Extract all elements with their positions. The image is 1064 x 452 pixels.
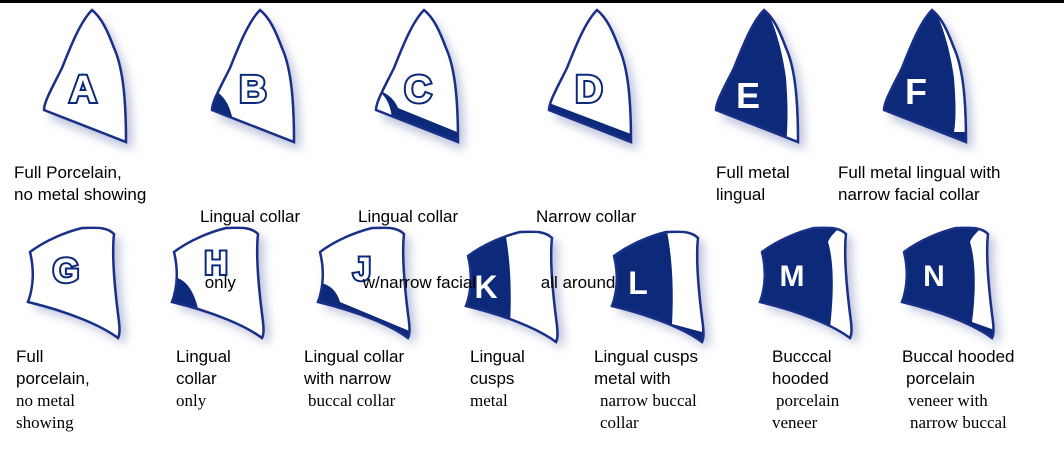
caption-M-line1: Bucccal — [772, 346, 839, 368]
caption-A: Full Porcelain, no metal showing — [14, 162, 146, 206]
crown-E-letter: E — [736, 75, 760, 116]
caption-H-line1: Lingual — [176, 346, 231, 368]
caption-J: Lingual collar with narrow buccal collar — [304, 346, 404, 412]
caption-G: Full porcelain, no metal showing — [16, 346, 90, 434]
crown-G-letter: G — [53, 252, 79, 290]
caption-L: Lingual cusps metal with narrow buccal c… — [594, 346, 698, 434]
caption-C-line1: Lingual collar — [358, 206, 476, 228]
caption-G-line2: porcelain, — [16, 368, 90, 390]
crown-N-figure: N — [896, 222, 1006, 352]
caption-E: Full metal lingual — [716, 162, 790, 206]
crown-K-letter: K — [474, 269, 497, 305]
caption-J-line3: buccal collar — [304, 390, 404, 412]
caption-G-line1: Full — [16, 346, 90, 368]
caption-N-line4: narrow buccal — [902, 412, 1014, 434]
caption-H-line2: collar — [176, 368, 231, 390]
caption-K: Lingual cusps metal — [470, 346, 525, 412]
caption-F: Full metal lingual with narrow facial co… — [838, 162, 1001, 206]
caption-J-line2: with narrow — [304, 368, 404, 390]
caption-C-line2: w/narrow facial — [358, 272, 476, 294]
caption-D: Narrow collar all around — [536, 162, 636, 316]
caption-L-line2: metal with — [594, 368, 698, 390]
caption-G-line4: showing — [16, 412, 90, 434]
caption-A-line2: no metal showing — [14, 184, 146, 206]
caption-E-line1: Full metal — [716, 162, 790, 184]
caption-M: Bucccal hooded porcelain veneer — [772, 346, 839, 434]
caption-N: Buccal hooded porcelain veneer with narr… — [902, 346, 1014, 434]
caption-H: Lingual collar only — [176, 346, 231, 412]
caption-F-line2: narrow facial collar — [838, 184, 1001, 206]
caption-M-line2: hooded — [772, 368, 839, 390]
crown-M-figure: M — [754, 222, 864, 352]
crown-D-letter: D — [575, 69, 602, 111]
caption-M-line3: porcelain — [772, 390, 839, 412]
caption-F-line1: Full metal lingual with — [838, 162, 1001, 184]
caption-D-line2: all around — [536, 272, 636, 294]
caption-L-line3: narrow buccal — [594, 390, 698, 412]
caption-B: Lingual collar only — [200, 162, 300, 316]
caption-N-line2: porcelain — [902, 368, 1014, 390]
crown-B-figure: B — [208, 8, 308, 150]
crown-A-letter: A — [69, 69, 96, 111]
crown-C-letter: C — [404, 69, 431, 111]
crown-C-figure: C — [372, 8, 472, 150]
crown-F-figure: F — [880, 8, 980, 150]
caption-D-line1: Narrow collar — [536, 206, 636, 228]
crown-D-figure: D — [545, 8, 645, 150]
crown-N-letter: N — [923, 260, 945, 293]
caption-B-line1: Lingual collar — [200, 206, 300, 228]
crown-M-letter: M — [780, 260, 805, 293]
caption-L-line1: Lingual cusps — [594, 346, 698, 368]
caption-J-line1: Lingual collar — [304, 346, 404, 368]
caption-K-line2: cusps — [470, 368, 525, 390]
caption-C: Lingual collar w/narrow facial — [358, 162, 476, 316]
caption-E-line2: lingual — [716, 184, 790, 206]
caption-L-line4: collar — [594, 412, 698, 434]
caption-H-line3: only — [176, 390, 231, 412]
caption-B-line2: only — [200, 272, 300, 294]
crown-G-figure: G — [28, 228, 126, 344]
caption-A-line1: Full Porcelain, — [14, 162, 146, 184]
caption-N-line3: veneer with — [902, 390, 1014, 412]
caption-K-line1: Lingual — [470, 346, 525, 368]
crown-F-letter: F — [905, 71, 927, 112]
caption-G-line3: no metal — [16, 390, 90, 412]
caption-N-line1: Buccal hooded — [902, 346, 1014, 368]
caption-M-line4: veneer — [772, 412, 839, 434]
crown-B-letter: B — [239, 69, 266, 111]
caption-K-line3: metal — [470, 390, 525, 412]
crown-E-figure: E — [712, 8, 812, 150]
crown-A-figure: A — [44, 10, 132, 150]
